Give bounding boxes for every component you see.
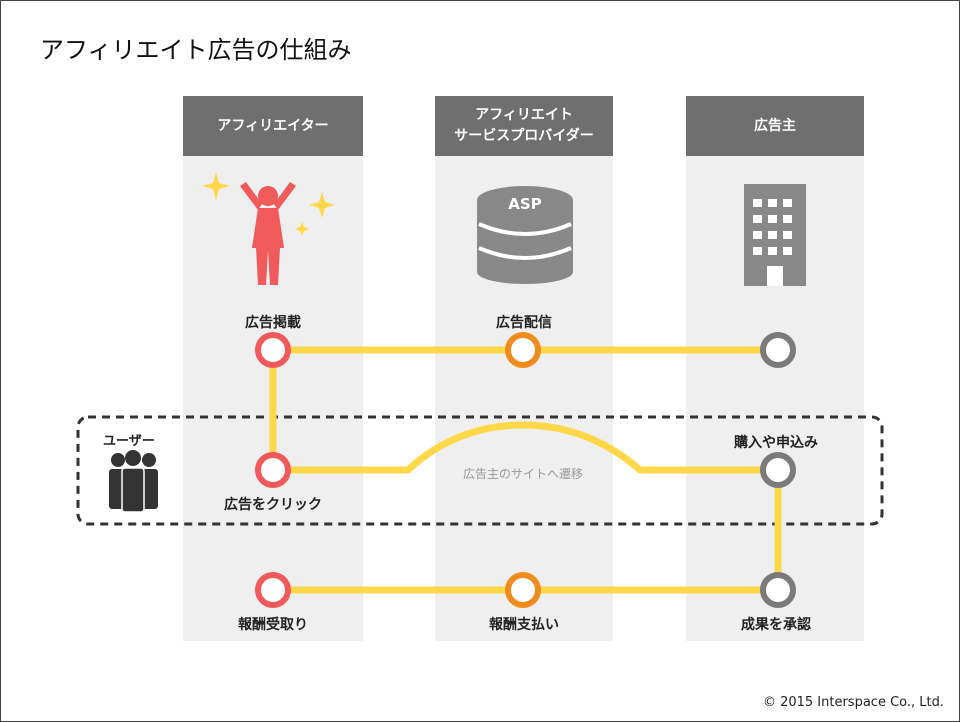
node-ad-click: [255, 452, 291, 488]
node-pay-reward: [505, 572, 541, 608]
label-ad-delivery: 広告配信: [496, 315, 552, 331]
user-label: ユーザー: [103, 434, 155, 449]
node-advertiser-top: [760, 332, 796, 368]
transition-label: 広告主のサイトへ遷移: [463, 467, 583, 481]
sparkle-icon: [202, 172, 335, 236]
column-header-affiliator: アフィリエイター: [183, 96, 363, 156]
label-approve-result: 成果を承認: [741, 617, 811, 633]
building-icon: [744, 184, 806, 286]
affiliator-person-icon: [240, 182, 296, 285]
node-purchase: [760, 452, 796, 488]
asp-label: ASP: [508, 195, 541, 213]
line-click-to-purchase: [269, 421, 782, 474]
slide-title: アフィリエイト広告の仕組み: [40, 36, 352, 64]
asp-database-icon: ASP: [477, 186, 573, 284]
node-ad-post: [255, 332, 291, 368]
column-header-advertiser: 広告主: [686, 96, 864, 156]
node-receive-reward: [255, 572, 291, 608]
label-ad-click: 広告をクリック: [224, 497, 322, 513]
user-group-box: [76, 415, 884, 526]
copyright-footer: © 2015 Interspace Co., Ltd.: [762, 695, 944, 710]
column-header-asp: アフィリエイト サービスプロバイダー: [435, 96, 613, 156]
node-approve: [760, 572, 796, 608]
label-purchase-apply: 購入や申込み: [734, 435, 818, 451]
label-ad-post: 広告掲載: [245, 315, 301, 331]
users-group-icon: [109, 450, 158, 513]
node-ad-delivery: [505, 332, 541, 368]
label-pay-reward: 報酬支払い: [489, 617, 559, 633]
label-receive-reward: 報酬受取り: [238, 617, 308, 633]
